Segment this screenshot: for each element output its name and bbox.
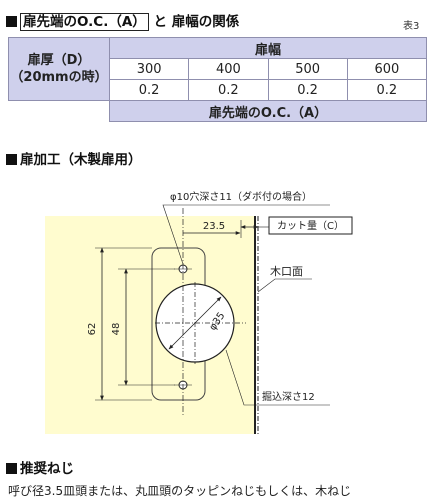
section2-text: 扉加工（木製扉用） bbox=[20, 152, 142, 168]
width-header: 扉幅 bbox=[109, 37, 427, 59]
section-marker bbox=[6, 16, 17, 27]
table-spacer bbox=[8, 100, 110, 122]
thickness-cell: 扉厚（D） （20mmの時） bbox=[8, 37, 110, 101]
thickness-line1: 扉厚（D） bbox=[27, 53, 91, 68]
dim235-label: 23.5 bbox=[203, 221, 225, 232]
cut-label: カット量（C） bbox=[277, 220, 344, 232]
width-cell: 600 bbox=[346, 58, 428, 80]
edge-label: 木口面 bbox=[270, 265, 303, 278]
oc-footer: 扉先端のO.C.（A） bbox=[109, 100, 427, 122]
cut-label-box bbox=[268, 216, 353, 235]
section-title-oc: 扉先端のO.C.（A） と 扉幅の関係 bbox=[6, 10, 240, 31]
width-cell: 500 bbox=[267, 58, 348, 80]
oc-value-cell: 0.2 bbox=[346, 79, 428, 101]
width-cell: 300 bbox=[108, 58, 190, 80]
dia-arrow bbox=[168, 296, 222, 350]
depth-leader bbox=[225, 349, 330, 406]
title-rest: と 扉幅の関係 bbox=[153, 14, 240, 30]
section-title-processing: 扉加工（木製扉用） bbox=[6, 148, 142, 168]
section3-text: 推奨ねじ bbox=[20, 461, 74, 477]
oc-value-cell: 0.2 bbox=[108, 79, 190, 101]
thickness-line2: （20mmの時） bbox=[10, 70, 108, 85]
edge-leader bbox=[257, 278, 312, 293]
section-title-screws: 推奨ねじ bbox=[6, 457, 74, 477]
title-boxed-part: 扉先端のO.C.（A） bbox=[20, 13, 149, 31]
door-processing-drawing: φ35 62 48 23.5 カット量（C） φ10穴深さ11（ダボ付の場合） … bbox=[45, 190, 353, 434]
oc-value-cell: 0.2 bbox=[188, 79, 269, 101]
hole-leader bbox=[162, 204, 330, 265]
dim48-label: 48 bbox=[111, 323, 122, 336]
table-ref-label: 表3 bbox=[403, 21, 420, 32]
oc-value-cell: 0.2 bbox=[267, 79, 348, 101]
oc-width-table: 扉厚（D） （20mmの時） 扉幅 300 400 500 600 0.2 0.… bbox=[8, 37, 428, 122]
depth-label: 掘込深さ12 bbox=[262, 390, 315, 403]
width-cell: 400 bbox=[188, 58, 269, 80]
hole-label: φ10穴深さ11（ダボ付の場合） bbox=[170, 190, 312, 203]
section-marker bbox=[6, 463, 17, 474]
screw-description: 呼び径3.5皿頭または、丸皿頭のタッピンねじもしくは、木ねじ bbox=[8, 484, 352, 498]
dim62-label: 62 bbox=[87, 323, 98, 336]
section-marker bbox=[6, 154, 17, 165]
